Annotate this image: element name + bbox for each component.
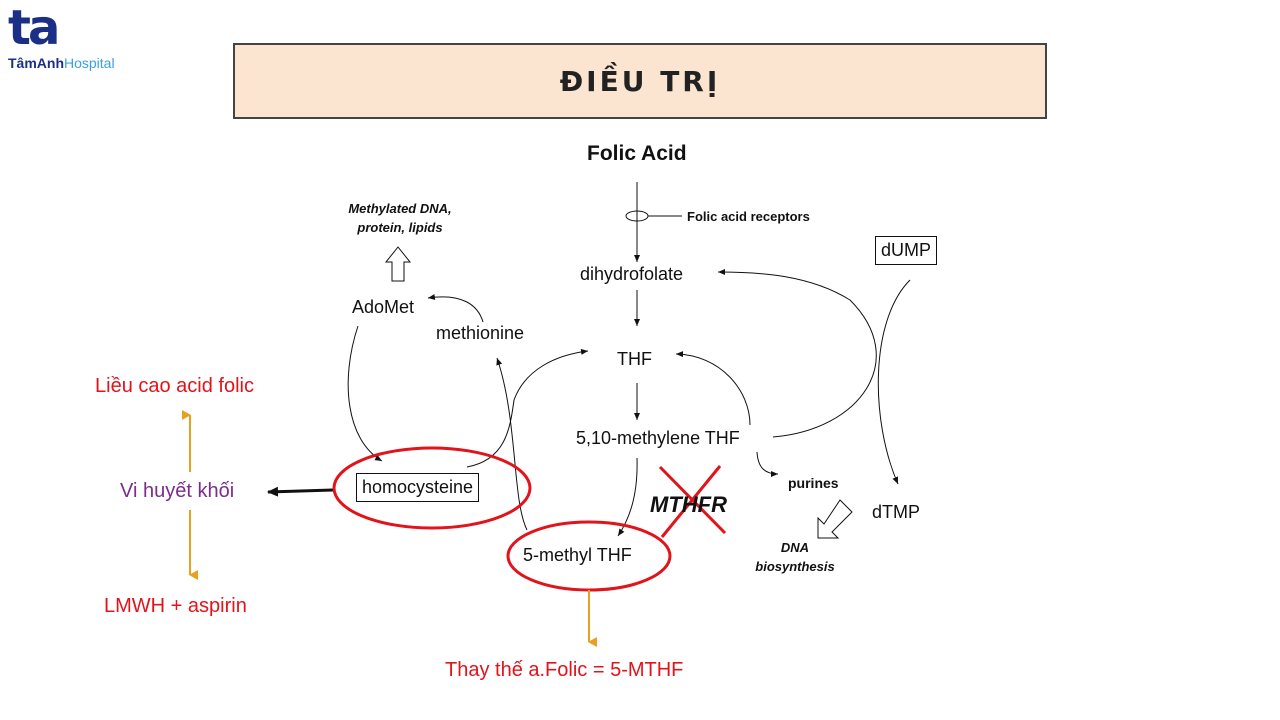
adomet-to-methylated-arrow	[384, 246, 412, 282]
logo-mark: ta	[8, 0, 60, 56]
folic-acid-label: Folic Acid	[587, 142, 687, 165]
microthrombosis-label: Vi huyết khối	[120, 480, 235, 502]
dtmp-label: dTMP	[872, 502, 921, 522]
lmwh-aspirin-label: LMWH + aspirin	[104, 595, 247, 617]
methylthf-to-methionine-curve	[496, 357, 528, 531]
homocysteine-to-thrombosis-arrow	[267, 486, 334, 497]
logo-name-light: Hospital	[64, 55, 115, 71]
methionine-to-adomet-curve	[427, 294, 484, 323]
thf-label: THF	[617, 349, 652, 369]
homocysteine-highlight	[332, 446, 532, 530]
dihydrofolate-label: dihydrofolate	[580, 264, 684, 284]
methylated-label: Methylated DNA, protein, lipids	[330, 199, 470, 237]
receptors-label: Folic acid receptors	[687, 209, 810, 224]
page-title: ĐIỀU TRỊ	[559, 64, 721, 98]
logo-name-bold: TâmAnh	[8, 55, 64, 71]
dump-to-dtmp-curve	[877, 279, 911, 485]
mthfr-cross-b	[660, 465, 722, 538]
methyl-thf-label: 5-methyl THF	[523, 545, 632, 565]
dump-box: dUMP	[875, 236, 938, 265]
methylene-to-thf-curve	[675, 351, 751, 426]
dna-biosynthesis-label: DNA biosynthesis	[743, 538, 847, 576]
methylene-to-methylthf-curve	[617, 457, 638, 537]
title-banner: ĐIỀU TRỊ	[233, 43, 1047, 119]
purines-label: purines	[788, 475, 839, 491]
replace-folic-label: Thay thế a.Folic = 5-MTHF	[445, 659, 684, 681]
dna-biosynthesis-line-1: DNA	[780, 540, 810, 555]
purines-to-dna-arrow	[817, 499, 853, 539]
high-dose-folic-label: Liều cao acid folic	[95, 375, 254, 397]
homocysteine-to-thf-curve	[466, 348, 589, 468]
methylene-to-purines-arrow	[756, 451, 779, 477]
mthfr-label: MTHFR	[650, 492, 727, 517]
methionine-label: methionine	[436, 323, 525, 343]
adomet-to-homocysteine-curve	[347, 325, 383, 462]
methylated-line-1: Methylated DNA,	[348, 201, 452, 216]
adomet-label: AdoMet	[352, 297, 415, 317]
homocysteine-box: homocysteine	[356, 473, 480, 502]
methylated-line-2: protein, lipids	[357, 220, 443, 235]
dna-biosynthesis-line-2: biosynthesis	[755, 559, 835, 574]
methylene-to-dhf-curve	[717, 269, 877, 438]
methylene-thf-label: 5,10-methylene THF	[576, 428, 740, 448]
logo-wordmark: TâmAnhHospital	[8, 55, 115, 71]
